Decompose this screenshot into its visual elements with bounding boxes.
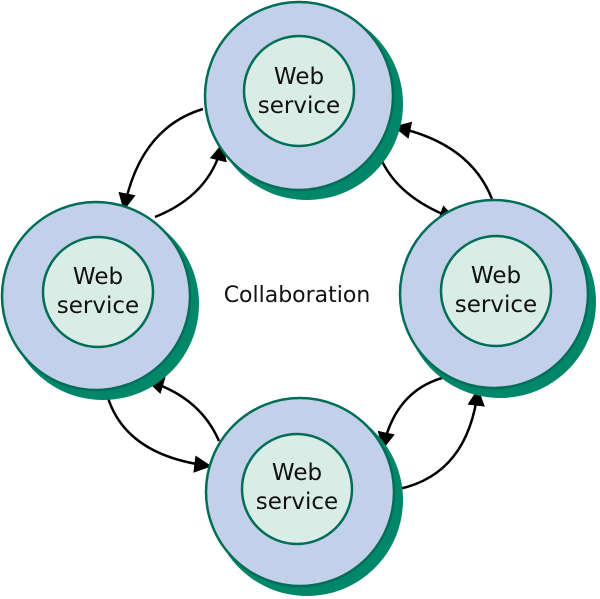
arrow-left-to-bottom xyxy=(106,397,212,473)
arrow-bottom-to-right xyxy=(398,388,485,491)
node-label-line2: service xyxy=(256,489,338,515)
arrow-right-to-bottom xyxy=(377,376,443,450)
service-node-left: Web service xyxy=(0,200,199,400)
node-label-line1: Web xyxy=(274,64,324,90)
node-label-line2: service xyxy=(258,93,340,119)
arrow-bottom-to-left xyxy=(146,377,221,442)
node-label-line1: Web xyxy=(272,460,322,486)
service-node-right: Web service xyxy=(398,198,596,398)
connection-arrows xyxy=(106,107,494,491)
service-node-bottom: Web service xyxy=(204,396,403,596)
node-inner-circle xyxy=(242,34,356,148)
collaboration-label: Collaboration xyxy=(224,283,371,308)
arrow-top-to-left xyxy=(118,107,204,211)
node-label-line2: service xyxy=(57,293,139,319)
node-label-line1: Web xyxy=(73,264,123,290)
node-label-line2: service xyxy=(455,292,537,318)
node-inner-circle xyxy=(41,235,155,349)
node-label-line1: Web xyxy=(471,263,521,289)
service-node-top: Web service xyxy=(203,0,403,200)
arrow-top-to-right xyxy=(377,153,457,222)
node-inner-circle xyxy=(439,234,553,348)
arrow-left-to-top xyxy=(154,143,227,219)
node-inner-circle xyxy=(240,432,354,546)
arrow-right-to-top xyxy=(393,121,494,200)
